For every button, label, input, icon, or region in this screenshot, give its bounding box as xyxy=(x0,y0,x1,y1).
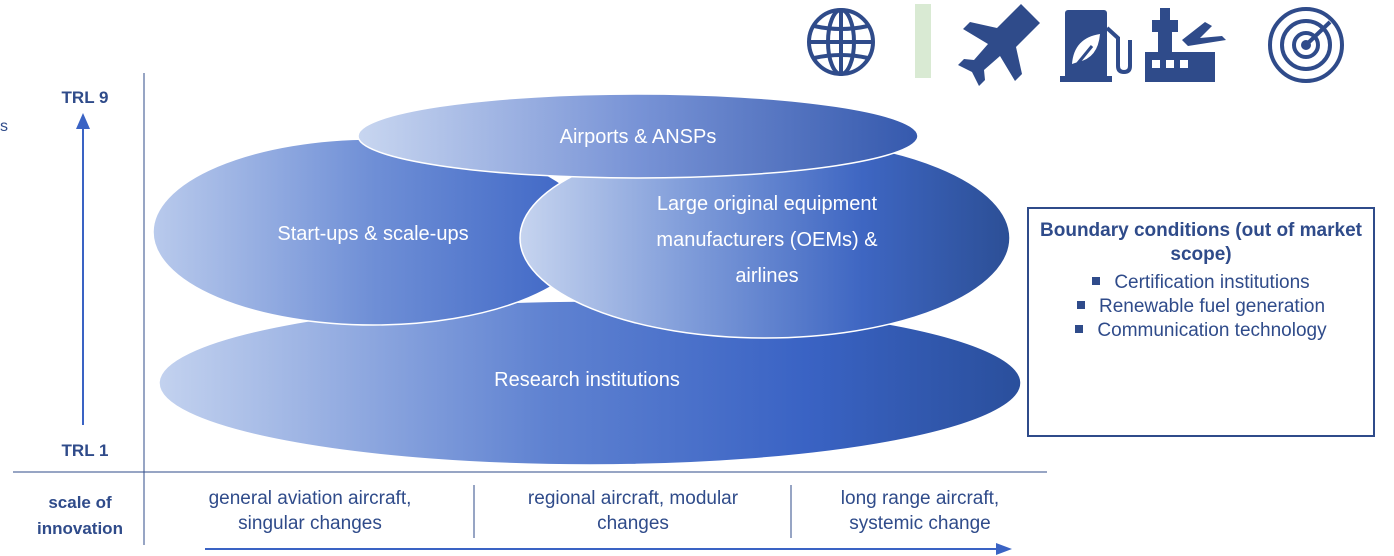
boundary-item: Renewable fuel generation xyxy=(1029,295,1373,319)
airports-label: Airports & ANSPs xyxy=(560,126,717,148)
bullet-icon xyxy=(1076,300,1085,309)
boundary-title: Boundary conditions (out of market scope… xyxy=(1040,220,1362,265)
scale-arrow-head xyxy=(996,543,1012,555)
boundary-item: Communication technology xyxy=(1029,319,1373,343)
scale-item-line2: singular changes xyxy=(238,513,382,534)
startups-label: Start-ups & scale-ups xyxy=(277,223,468,245)
boundary-item-text: Certification institutions xyxy=(1114,272,1310,293)
scale-title-line1: scale of xyxy=(48,493,112,512)
boundary-item: Certification institutions xyxy=(1029,271,1373,295)
scale-item-long-range: long range aircraft, systemic change xyxy=(795,486,1045,536)
trl-9-label: TRL 9 xyxy=(61,88,109,107)
fuel-pump-icon xyxy=(1060,10,1132,82)
boundary-item-text: Communication technology xyxy=(1097,320,1327,341)
separator-bar xyxy=(915,4,931,78)
airplane-icon xyxy=(958,4,1040,86)
boundary-list: Certification institutions Renewable fue… xyxy=(1029,271,1373,343)
trl-arrow-head xyxy=(76,113,90,129)
airport-icon xyxy=(1145,8,1226,82)
trl-1-label: TRL 1 xyxy=(61,441,109,460)
scale-item-line1: regional aircraft, modular xyxy=(527,488,739,509)
boundary-item-text: Renewable fuel generation xyxy=(1098,296,1326,317)
globe-icon xyxy=(807,8,875,76)
bullet-icon xyxy=(1075,324,1084,333)
oems-label-line1: Large original equipment xyxy=(657,193,878,215)
cropped-text-fragment: s xyxy=(0,118,8,135)
scale-item-regional: regional aircraft, modular changes xyxy=(478,486,788,536)
radar-icon xyxy=(1268,7,1344,83)
scale-item-line1: long range aircraft, xyxy=(840,488,1000,509)
airports-ansps-ellipse xyxy=(357,93,919,179)
oems-label-line2: manufacturers (OEMs) & xyxy=(656,229,878,251)
oems-label-line3: airlines xyxy=(735,265,798,287)
boundary-conditions-box: Boundary conditions (out of market scope… xyxy=(1027,207,1375,437)
scale-of-innovation-label: scale of innovation xyxy=(20,490,140,542)
scale-item-line1: general aviation aircraft, xyxy=(208,488,412,509)
scale-item-line2: systemic change xyxy=(849,513,991,534)
research-label: Research institutions xyxy=(494,369,680,391)
scale-title-line2: innovation xyxy=(37,519,123,538)
scale-item-general-aviation: general aviation aircraft, singular chan… xyxy=(155,486,465,536)
bullet-icon xyxy=(1092,276,1101,285)
scale-item-line2: changes xyxy=(597,513,669,534)
